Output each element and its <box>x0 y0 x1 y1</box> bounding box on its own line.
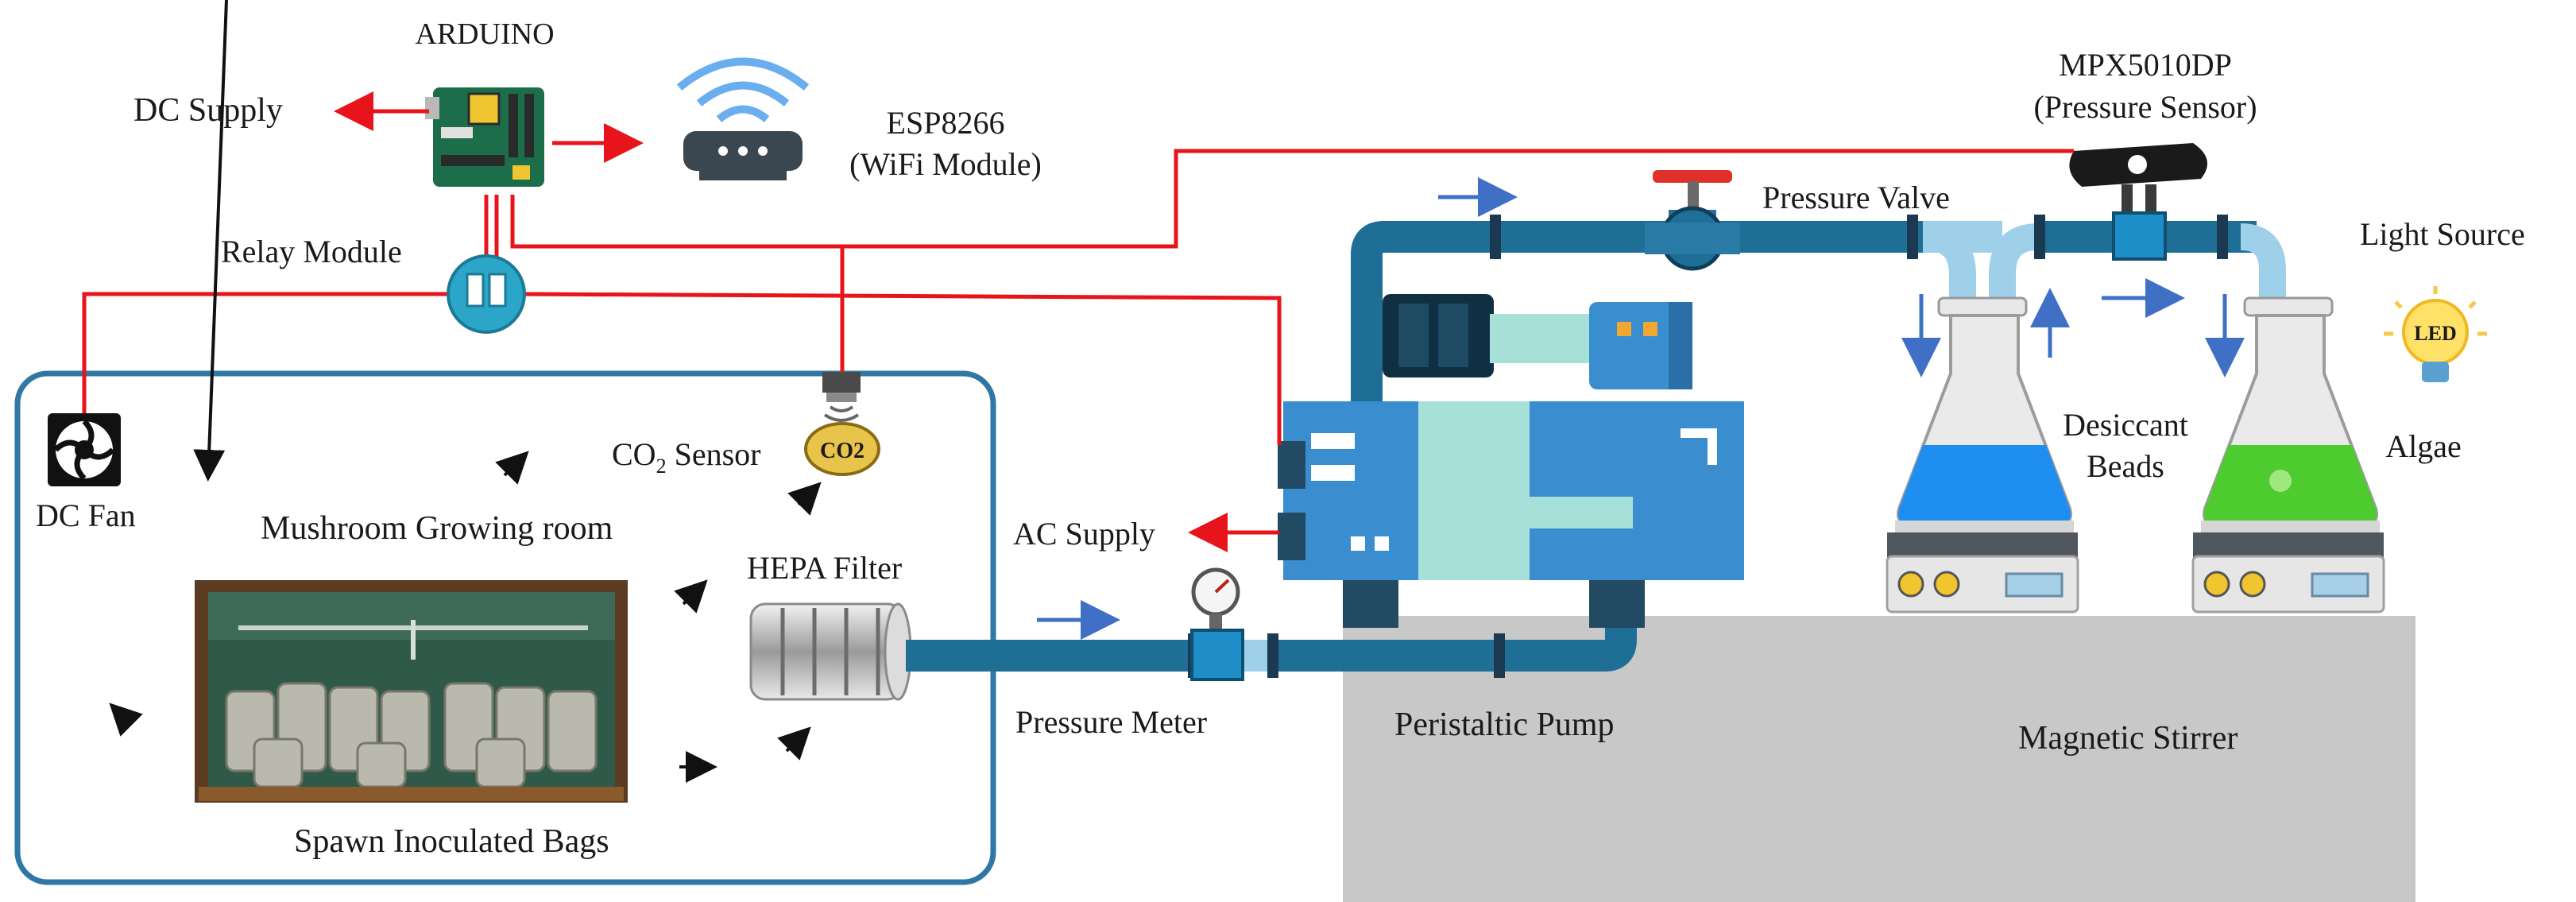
dc-fan-label: DC Fan <box>36 497 136 533</box>
arduino-board-icon <box>425 87 544 187</box>
desiccant-label-line2: Beads <box>2087 448 2164 484</box>
relay-module-icon <box>447 254 526 334</box>
esp8266-desc-label: (WiFi Module) <box>849 146 1042 182</box>
dc-supply-label: DC Supply <box>133 92 283 129</box>
pressure-valve-label: Pressure Valve <box>1762 180 1950 215</box>
led-light-icon: LED <box>2384 286 2487 382</box>
esp8266-wifi-icon <box>676 57 810 180</box>
spawn-bags-photo <box>195 580 628 803</box>
mpx-sensor-label: MPX5010DP <box>2059 47 2232 83</box>
arduino-label: ARDUINO <box>415 17 554 51</box>
mpx-pressure-sensor-icon <box>2069 143 2207 261</box>
hepa-filter-icon <box>749 602 912 701</box>
peristaltic-pump-label: Peristaltic Pump <box>1394 707 1615 743</box>
control-wires <box>82 91 2074 552</box>
spawn-bags-label: Spawn Inoculated Bags <box>294 823 609 860</box>
hepa-filter-label: HEPA Filter <box>747 550 902 586</box>
mpx-sensor-desc-label: (Pressure Sensor) <box>2033 89 2257 125</box>
pressure-meter-icon <box>1190 567 1244 681</box>
algae-flask-icon <box>2201 296 2380 536</box>
magnetic-stirrer-label: Magnetic Stirrer <box>2018 720 2238 757</box>
desiccant-label-line1: Desiccant <box>2063 407 2188 443</box>
mushroom-room-label: Mushroom Growing room <box>261 510 613 547</box>
co2-badge-text: CO2 <box>820 439 864 463</box>
pressure-valve-icon <box>1645 170 1740 271</box>
peristaltic-pump-icon <box>1278 294 1744 628</box>
led-badge-text: LED <box>2414 322 2456 345</box>
ac-supply-label: AC Supply <box>1013 516 1155 552</box>
mushroom-room-enclosure <box>14 370 996 885</box>
gas-flow-arrows <box>1037 177 2245 640</box>
magnetic-stirrer-right-icon <box>2191 532 2385 614</box>
algae-label: Algae <box>2385 428 2462 464</box>
dc-fan-icon <box>48 413 121 486</box>
magnetic-stirrer-left-icon <box>1886 532 2079 614</box>
light-source-label: Light Source <box>2360 216 2525 252</box>
room-airflow-arrows <box>109 0 822 783</box>
esp8266-label: ESP8266 <box>887 105 1005 141</box>
pressure-meter-label: Pressure Meter <box>1015 704 1207 740</box>
co2-sensor-label: CO2 Sensor <box>612 436 760 478</box>
co2-sensor-icon: CO2 <box>804 372 880 476</box>
relay-module-label: Relay Module <box>221 234 402 269</box>
